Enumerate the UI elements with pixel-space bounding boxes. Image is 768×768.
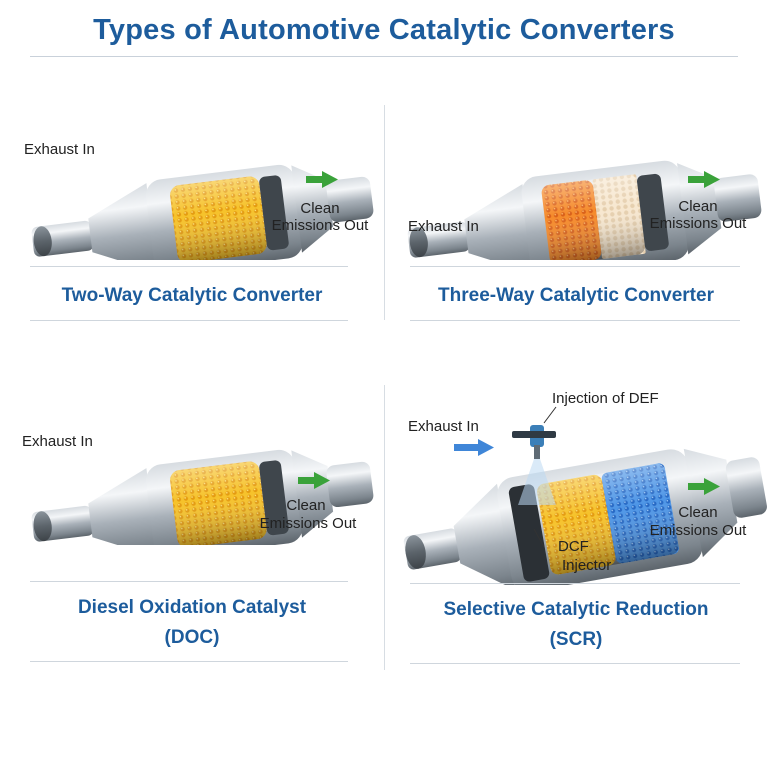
emissions-out-label: Emissions Out — [271, 217, 369, 234]
inlet-opening — [33, 226, 52, 257]
name-rule-bottom — [410, 663, 740, 664]
inlet-opening — [409, 227, 428, 258]
injection-of-def-label: Injection of DEF — [552, 390, 659, 407]
panel-title: Two-Way Catalytic Converter — [61, 285, 323, 306]
scr-converter-illustration — [403, 406, 767, 585]
outlet-cone — [677, 163, 722, 255]
panel-title-line1: Diesel Oxidation Catalyst — [77, 597, 307, 618]
blue-inlet-arrow — [454, 439, 494, 456]
two-way-converter-illustration — [31, 164, 374, 260]
name-rule-top — [410, 266, 740, 267]
injector-label: Injector — [562, 557, 612, 574]
emissions-out-label: Emissions Out — [259, 515, 357, 532]
name-rule-top — [410, 583, 740, 584]
column-divider-top — [384, 105, 385, 320]
outlet-pipe — [725, 457, 767, 518]
green-outlet-arrow — [688, 478, 720, 495]
inlet-opening — [405, 535, 426, 569]
clean-label: Clean — [286, 497, 326, 514]
outlet-cone — [291, 450, 334, 538]
exhaust-in-label: Exhaust In — [408, 418, 479, 435]
column-divider-bottom — [384, 385, 385, 670]
panel-title-line2: (SCR) — [549, 629, 603, 650]
name-rule-bottom — [410, 320, 740, 321]
doc-converter-illustration — [31, 449, 374, 545]
dcf-label: DCF — [558, 538, 589, 555]
panel-title-line2: (DOC) — [164, 627, 220, 648]
three-way-converter-illustration — [407, 160, 762, 260]
emissions-out-label: Emissions Out — [649, 215, 747, 232]
name-rule-top — [30, 581, 348, 582]
clean-label: Clean — [678, 198, 718, 215]
outlet-cone — [683, 448, 738, 558]
green-outlet-arrow — [298, 472, 330, 489]
green-outlet-arrow — [688, 171, 720, 188]
clean-label: Clean — [300, 200, 340, 217]
name-rule-bottom — [30, 661, 348, 662]
panel-title: Three-Way Catalytic Converter — [438, 285, 714, 306]
outlet-pipe — [326, 176, 374, 223]
name-rule-top — [30, 266, 348, 267]
dcf-injector-block — [508, 484, 550, 582]
emissions-out-label: Emissions Out — [649, 522, 747, 539]
green-outlet-arrow — [306, 171, 338, 188]
exhaust-in-label: Exhaust In — [22, 433, 93, 450]
panel-scr: Injection of DEF Exhaust In DCF Injector… — [384, 345, 768, 675]
panel-doc: Exhaust In Clean Emissions Out Diesel Ox… — [0, 345, 384, 675]
page-title: Types of Automotive Catalytic Converters — [93, 14, 675, 46]
clean-label: Clean — [678, 504, 718, 521]
panel-three-way: Exhaust In Clean Emissions Out Three-Way… — [384, 60, 768, 330]
def-injector-icon — [512, 425, 556, 505]
outlet-pipe — [326, 461, 374, 508]
panel-two-way: Exhaust In Clean Emissions Out Two-Way C… — [0, 60, 384, 330]
name-rule-bottom — [30, 320, 348, 321]
inlet-cone — [88, 468, 158, 545]
exhaust-in-label: Exhaust In — [408, 218, 479, 235]
inlet-cone — [464, 184, 534, 260]
inlet-opening — [33, 511, 52, 542]
outlet-pipe — [714, 174, 762, 222]
title-divider — [30, 56, 738, 57]
exhaust-in-label: Exhaust In — [24, 141, 95, 158]
panel-title-line1: Selective Catalytic Reduction — [443, 599, 709, 620]
def-spray — [518, 459, 556, 505]
inlet-cone — [88, 183, 158, 260]
